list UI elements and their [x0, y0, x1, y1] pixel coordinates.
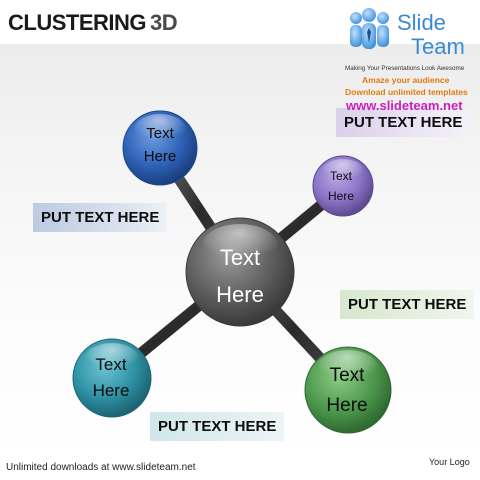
title-main: CLUSTERING	[8, 10, 147, 35]
node-top-right-line1: Text	[330, 169, 353, 183]
label-top-right: PUT TEXT HERE	[336, 108, 471, 137]
label-bottom: PUT TEXT HERE	[150, 412, 285, 441]
node-center: Text Here	[185, 217, 295, 327]
node-bottom-left-line1: Text	[95, 355, 126, 374]
logo-word-team: Team	[411, 34, 465, 59]
promo-line-2: Download unlimited templates	[345, 87, 468, 97]
node-top-right: Text Here	[312, 155, 374, 217]
node-bottom-left: Text Here	[72, 338, 152, 418]
logo-word-slide: Slide	[397, 10, 446, 35]
label-left: PUT TEXT HERE	[33, 203, 168, 232]
footer-your-logo: Your Logo	[429, 457, 470, 467]
slideteam-logo: Slide Team Making Your Presentations Loo…	[345, 4, 475, 76]
node-top-left: Text Here	[122, 110, 198, 186]
node-bottom-left-line2: Here	[93, 381, 130, 400]
node-top-left-line2: Here	[144, 148, 177, 165]
label-right: PUT TEXT HERE	[340, 290, 475, 319]
node-center-line2: Here	[216, 282, 264, 307]
title-suffix: 3D	[150, 10, 178, 35]
promo-line-1: Amaze your audience	[362, 75, 450, 85]
people-icon	[350, 8, 389, 49]
slideteam-logo-image: Slide Team Making Your Presentations Loo…	[345, 8, 465, 72]
logo-tagline: Making Your Presentations Look Awesome	[345, 65, 465, 72]
node-bottom-right-line1: Text	[330, 365, 366, 386]
node-top-left-line1: Text	[146, 125, 174, 142]
footer-downloads: Unlimited downloads at www.slideteam.net	[6, 462, 196, 473]
node-center-line1: Text	[220, 245, 260, 270]
node-bottom-right-line2: Here	[326, 395, 367, 416]
promo-url[interactable]: www.slideteam.net	[346, 98, 463, 113]
node-bottom-right: Text Here	[304, 346, 392, 434]
node-top-right-line2: Here	[328, 189, 354, 203]
